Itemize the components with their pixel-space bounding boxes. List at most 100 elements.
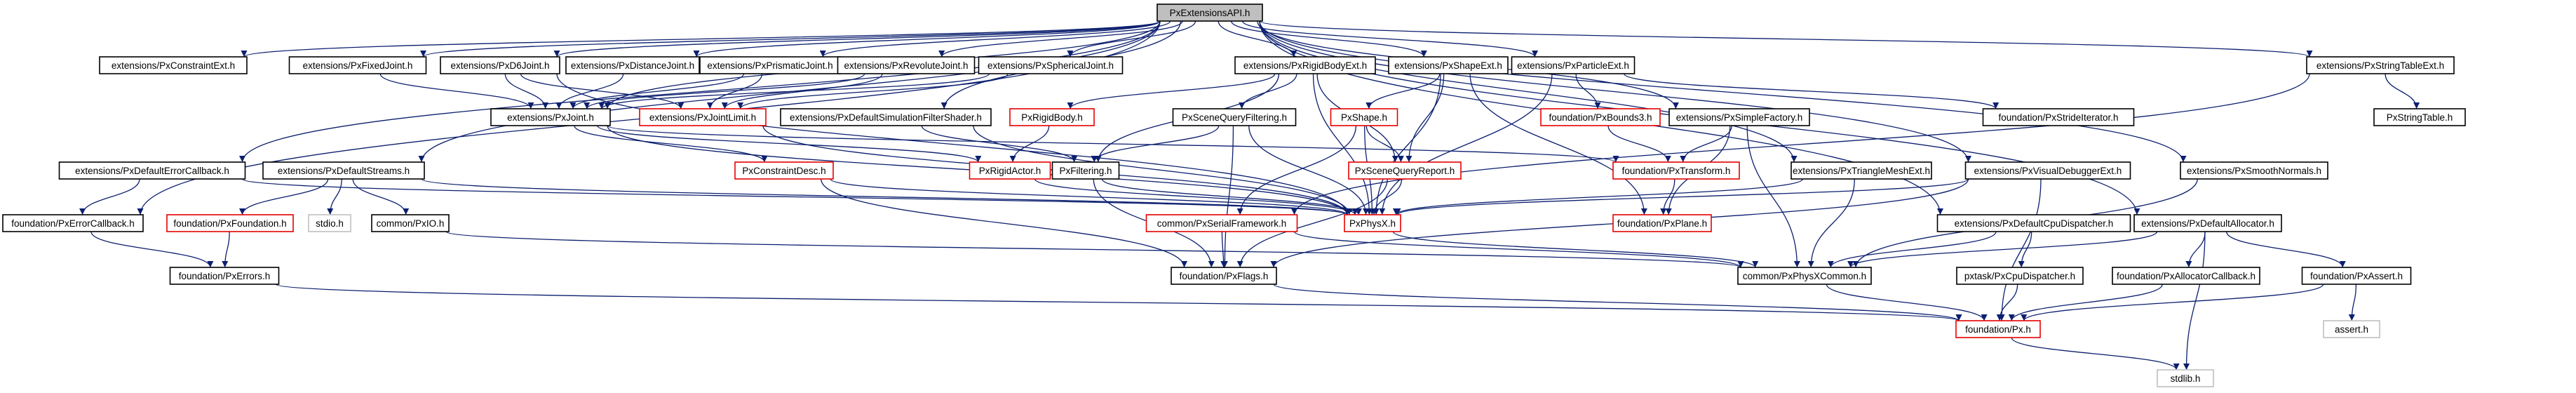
node-fixedJoint[interactable]: extensions/PxFixedJoint.h — [288, 56, 427, 74]
node-sceneQueryFiltering[interactable]: PxSceneQueryFiltering.h — [1172, 108, 1297, 126]
node-smoothNormals[interactable]: extensions/PxSmoothNormals.h — [2180, 161, 2328, 180]
node-plane[interactable]: foundation/PxPlane.h — [1612, 214, 1712, 232]
edge-stringTableExt-to-stringTable — [2385, 73, 2420, 109]
node-label: extensions/PxTriangleMeshExt.h — [1793, 166, 1930, 176]
edge-root-to-revoluteJoint — [938, 20, 1183, 58]
node-bounds3[interactable]: foundation/PxBounds3.h — [1540, 108, 1661, 126]
node-box — [1791, 161, 1932, 180]
edge-defaultStreams-to-pxio — [352, 178, 410, 215]
edge-root-to-stringTableExt — [1259, 20, 2313, 58]
node-pxFoundation[interactable]: foundation/PxFoundation.h — [166, 214, 294, 232]
edge-simpleFactory-to-physXCommon — [1746, 125, 1800, 268]
node-box — [1737, 267, 1872, 285]
node-box — [1936, 214, 2131, 232]
edge-pxAssert-to-assert — [2348, 284, 2356, 321]
node-label: PxRigidBody.h — [1021, 112, 1083, 123]
node-physXCommon[interactable]: common/PxPhysXCommon.h — [1737, 267, 1872, 285]
edge-root-to-fixedJoint — [420, 20, 1161, 58]
node-stringTableExt[interactable]: extensions/PxStringTableExt.h — [2306, 56, 2455, 74]
node-allocatorCallback[interactable]: foundation/PxAllocatorCallback.h — [2112, 267, 2260, 285]
node-defaultStreams[interactable]: extensions/PxDefaultStreams.h — [262, 161, 425, 180]
node-constraintExt[interactable]: extensions/PxConstraintExt.h — [99, 56, 248, 74]
node-label: extensions/PxDefaultSimulationFilterShad… — [790, 112, 982, 123]
node-pxio[interactable]: common/PxIO.h — [371, 214, 450, 232]
node-d6Joint[interactable]: extensions/PxD6Joint.h — [440, 56, 560, 74]
node-box — [1612, 161, 1740, 180]
node-sceneQueryReport[interactable]: PxSceneQueryReport.h — [1348, 161, 1462, 180]
node-label: PxRigidActor.h — [979, 166, 1041, 176]
node-filtering[interactable]: PxFiltering.h — [1051, 161, 1120, 180]
edge-serialFramework-to-physXCommon — [1293, 231, 1744, 268]
edge-root-to-sphericalJoint — [1067, 20, 1196, 58]
node-rigidBody[interactable]: PxRigidBody.h — [1009, 108, 1095, 126]
edge-root-to-d6Joint — [553, 20, 1161, 58]
node-box — [2133, 214, 2282, 232]
edge-joint-to-rigidActor — [597, 125, 982, 163]
node-box — [1051, 161, 1120, 180]
edge-px-to-stdlib — [2011, 337, 2180, 371]
node-cpuDispatcher[interactable]: pxtask/PxCpuDispatcher.h — [1956, 267, 2084, 285]
edge-shapeExt-to-plane — [1469, 73, 1647, 215]
node-pxAssert[interactable]: foundation/PxAssert.h — [2301, 267, 2412, 285]
node-strideIterator[interactable]: foundation/PxStrideIterator.h — [1982, 108, 2135, 126]
node-box — [288, 56, 427, 74]
node-defAllocator[interactable]: extensions/PxDefaultAllocator.h — [2133, 214, 2282, 232]
edge-d6Joint-to-physX — [556, 73, 1351, 215]
node-constraintDesc[interactable]: PxConstraintDesc.h — [734, 161, 834, 180]
node-revoluteJoint[interactable]: extensions/PxRevoluteJoint.h — [837, 56, 976, 74]
node-label: foundation/PxErrorCallback.h — [11, 218, 135, 229]
node-stringTable[interactable]: PxStringTable.h — [2373, 108, 2466, 126]
node-distanceJoint[interactable]: extensions/PxDistanceJoint.h — [565, 56, 700, 74]
edge-pxFoundation-to-errors — [222, 231, 230, 268]
node-joint[interactable]: extensions/PxJoint.h — [490, 108, 611, 126]
edge-serialFramework-to-flags — [1220, 231, 1227, 268]
node-defSimFilter[interactable]: extensions/PxDefaultSimulationFilterShad… — [780, 108, 992, 126]
node-simpleFactory[interactable]: extensions/PxSimpleFactory.h — [1668, 108, 1810, 126]
node-errors[interactable]: foundation/PxErrors.h — [169, 267, 280, 285]
node-defCpuDispatcher[interactable]: extensions/PxDefaultCpuDispatcher.h — [1936, 214, 2131, 232]
node-label: extensions/PxShapeExt.h — [1394, 60, 1502, 71]
node-box — [780, 108, 992, 126]
node-particleExt[interactable]: extensions/PxParticleExt.h — [1511, 56, 1636, 74]
edge-shapeExt-to-physX — [1373, 73, 1441, 215]
graph-nodes: PxExtensionsAPI.h extensions/PxConstraint… — [2, 4, 2466, 387]
node-transform[interactable]: foundation/PxTransform.h — [1612, 161, 1740, 180]
edge-particleExt-to-strideIterator — [1624, 73, 2000, 109]
edge-defCpuDispatcher-to-physXCommon — [1827, 231, 1997, 268]
node-label: PxConstraintDesc.h — [742, 166, 825, 176]
node-label: foundation/PxAssert.h — [2310, 271, 2403, 281]
node-errorCallback[interactable]: foundation/PxErrorCallback.h — [2, 214, 144, 232]
node-label: PxSceneQueryFiltering.h — [1182, 112, 1287, 123]
edge-rigidActor-to-physX — [1034, 178, 1358, 215]
node-prismaticJoint[interactable]: extensions/PxPrismaticJoint.h — [699, 56, 841, 74]
node-rigidBodyExt[interactable]: extensions/PxRigidBodyExt.h — [1234, 56, 1376, 74]
node-label: PxExtensionsAPI.h — [1170, 8, 1250, 18]
node-box — [166, 214, 294, 232]
edge-bounds3-to-transform — [1607, 125, 1671, 163]
node-label: extensions/PxSmoothNormals.h — [2187, 166, 2321, 176]
node-shapeExt[interactable]: extensions/PxShapeExt.h — [1388, 56, 1509, 74]
node-box — [837, 56, 976, 74]
node-box — [1172, 108, 1297, 126]
node-jointLimit[interactable]: extensions/PxJointLimit.h — [639, 108, 767, 126]
edge-visualDebuggerExt-to-px — [1998, 178, 2042, 321]
node-sphericalJoint[interactable]: extensions/PxSphericalJoint.h — [978, 56, 1124, 74]
node-visualDebuggerExt[interactable]: extensions/PxVisualDebuggerExt.h — [1964, 161, 2131, 180]
node-px[interactable]: foundation/Px.h — [1955, 320, 2041, 338]
edge-fixedJoint-to-joint — [379, 73, 534, 109]
edge-prismaticJoint-to-joint — [569, 73, 745, 109]
node-root[interactable]: PxExtensionsAPI.h — [1156, 4, 1263, 22]
node-rigidActor[interactable]: PxRigidActor.h — [969, 161, 1051, 180]
node-serialFramework[interactable]: common/PxSerialFramework.h — [1145, 214, 1298, 232]
node-shape[interactable]: PxShape.h — [1330, 108, 1398, 126]
node-defaultErrorCallback[interactable]: extensions/PxDefaultErrorCallback.h — [58, 161, 246, 180]
node-box — [262, 161, 425, 180]
node-label: extensions/PxPrismaticJoint.h — [707, 60, 832, 71]
node-triangleMeshExt[interactable]: extensions/PxTriangleMeshExt.h — [1791, 161, 1932, 180]
edge-prismaticJoint-to-jointLimit — [706, 73, 763, 109]
node-flags[interactable]: foundation/PxFlags.h — [1171, 267, 1277, 285]
edge-defaultStreams-to-physX — [421, 178, 1351, 215]
node-label: foundation/PxTransform.h — [1622, 166, 1731, 176]
node-physX[interactable]: PxPhysX.h — [1344, 214, 1401, 232]
